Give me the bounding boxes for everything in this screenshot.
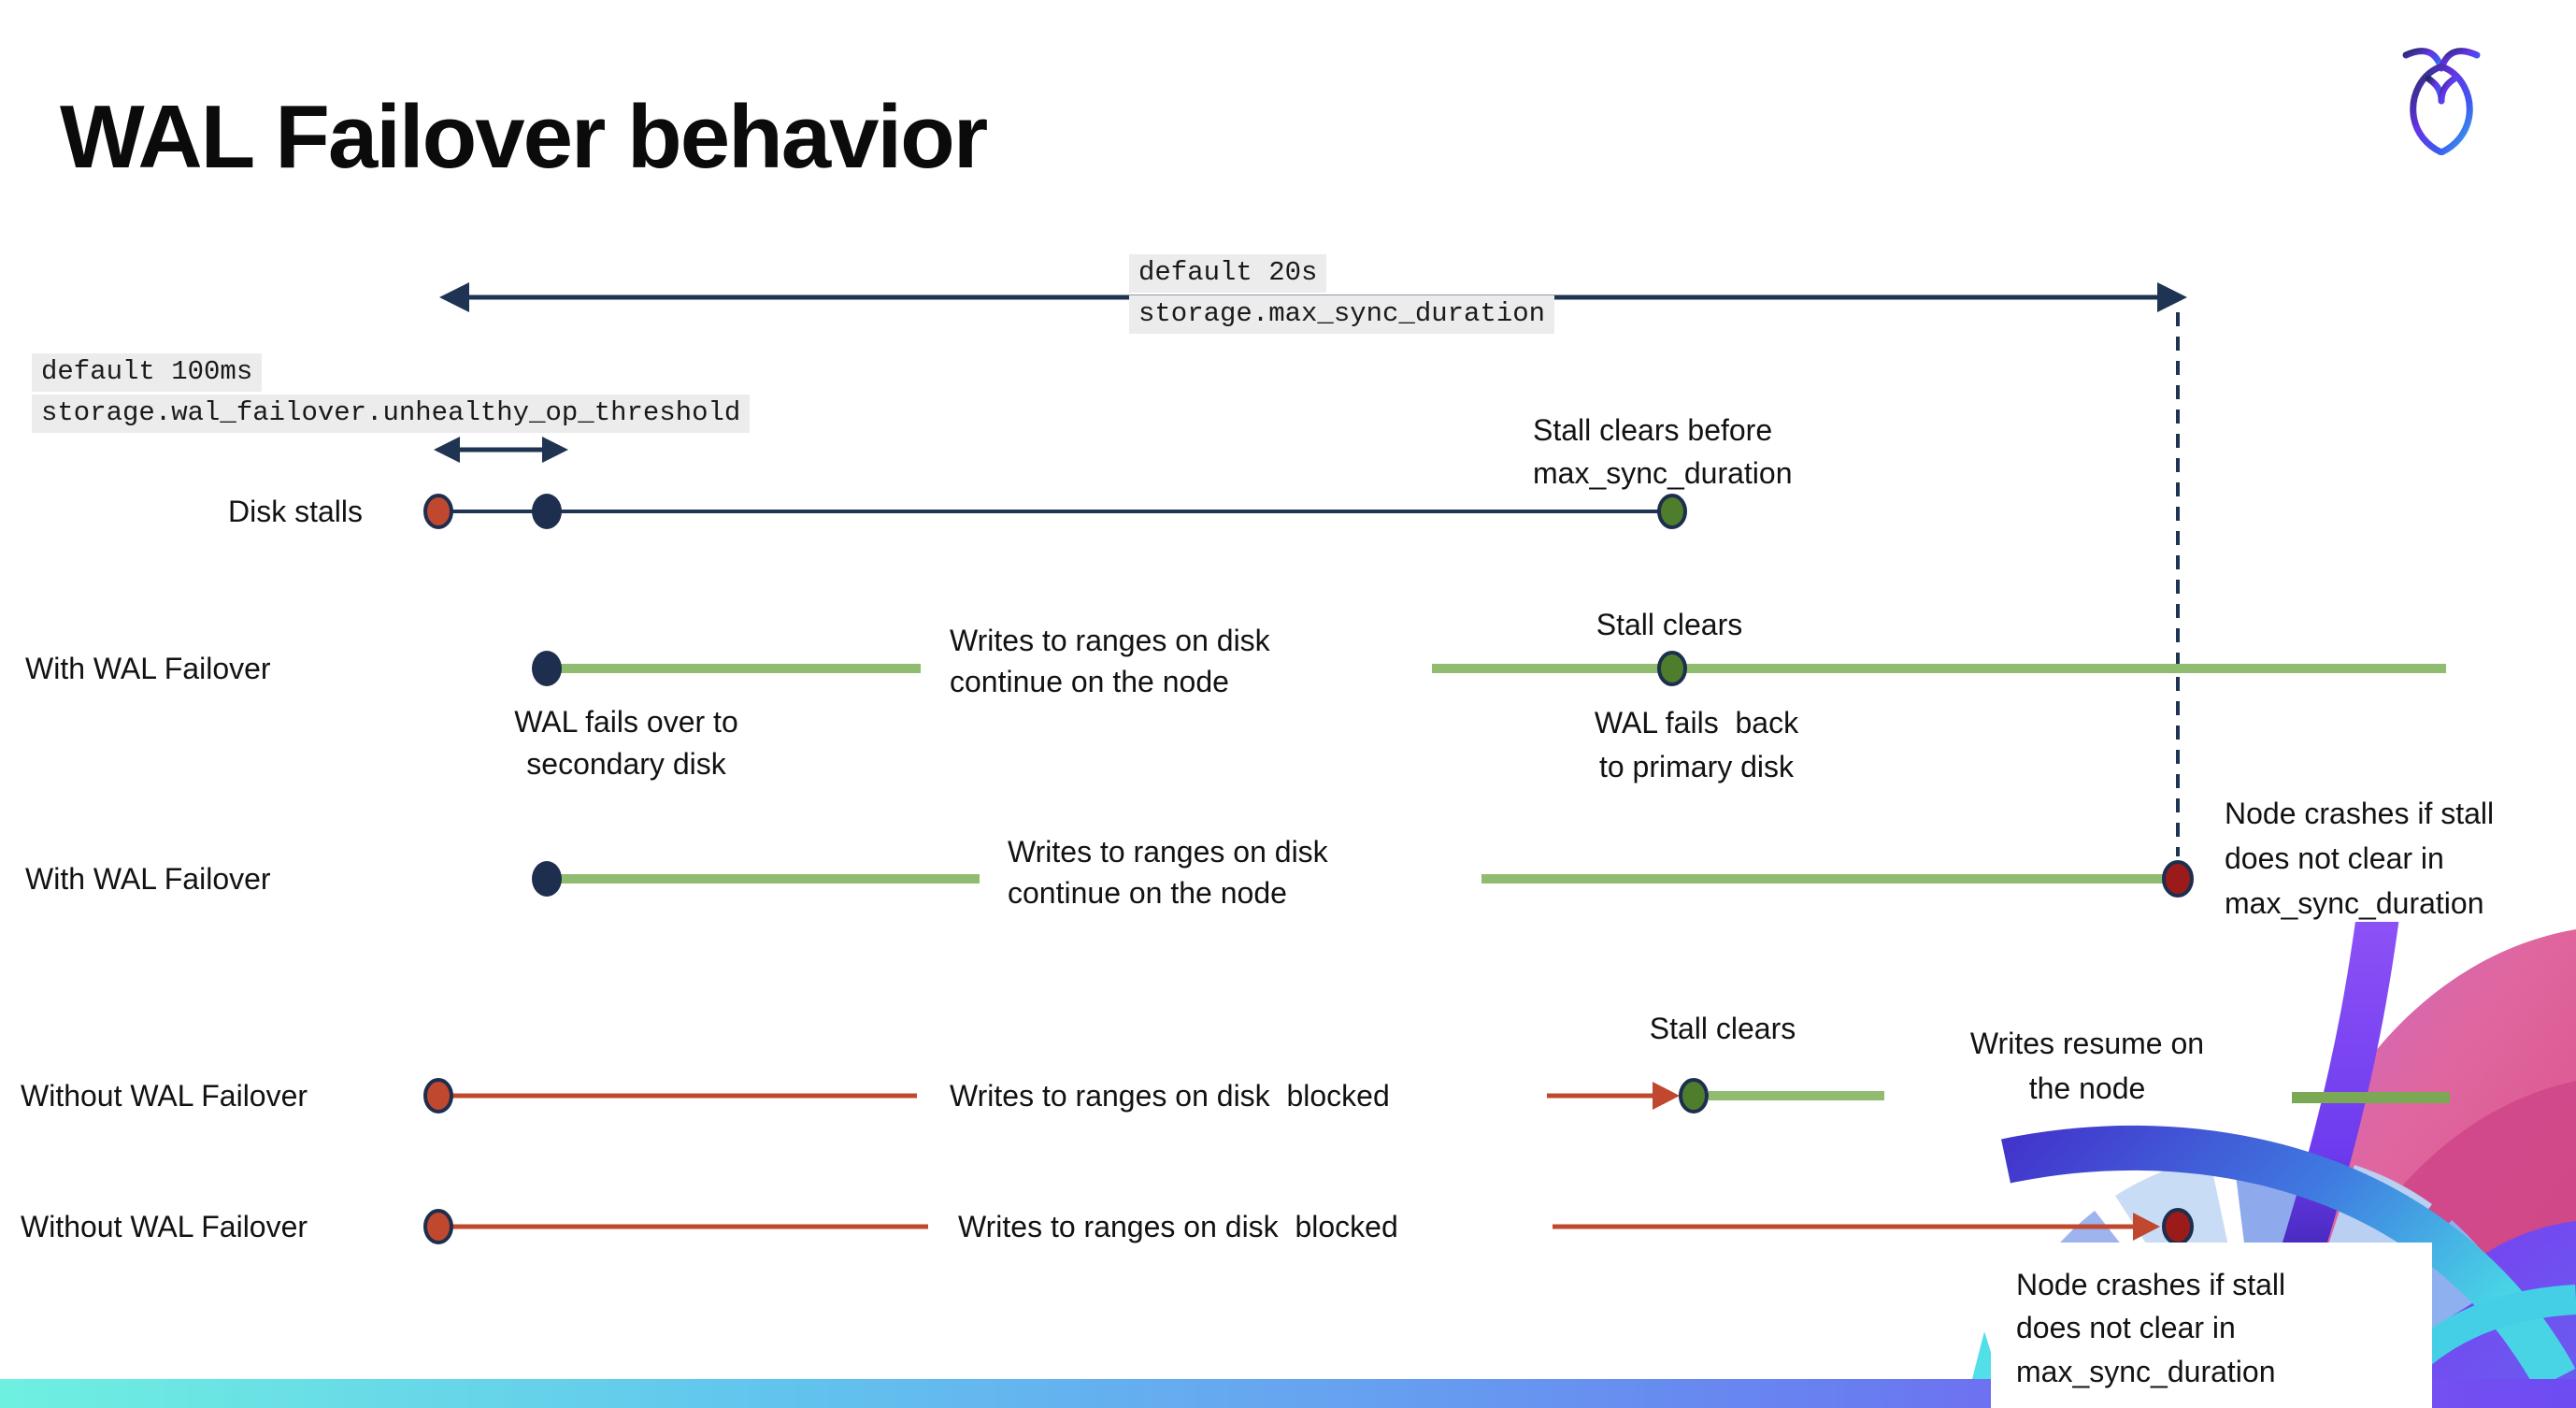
callout-op-threshold-setting: storage.wal_failover.unhealthy_op_thresh… bbox=[32, 395, 751, 433]
row-label-with-wal-1: With WAL Failover bbox=[25, 652, 271, 685]
row-label-with-wal-2: With WAL Failover bbox=[25, 862, 271, 896]
callout-op-threshold-default: default 100ms bbox=[32, 353, 263, 392]
dot-stall-clears bbox=[1657, 494, 1687, 529]
annotation-writes-resume-line1: Writes resume on bbox=[1969, 1027, 2205, 1060]
annotation-writes-continue-1-line2: continue on the node bbox=[950, 665, 1229, 698]
page-title: WAL Failover behavior bbox=[60, 87, 988, 188]
dot-failover bbox=[532, 651, 562, 686]
annotation-writes-resume-line2: the node bbox=[2028, 1071, 2146, 1105]
row-label-without-wal-2: Without WAL Failover bbox=[21, 1210, 308, 1243]
annotation-node-crashes-1-line2: does not clear in bbox=[2225, 841, 2444, 875]
callout-max-sync-setting: storage.max_sync_duration bbox=[1129, 295, 1555, 334]
timeline-disk-stalls bbox=[423, 494, 1687, 529]
annotation-node-crashes-2-line2: does not clear in bbox=[2016, 1311, 2236, 1345]
annotation-stall-clears-1: Stall clears bbox=[1596, 608, 1743, 641]
annotation-node-crashes-2-line1: Node crashes if stall bbox=[2016, 1268, 2286, 1301]
annotation-wal-fails-over-line2: secondary disk bbox=[526, 747, 726, 781]
annotation-writes-continue-2-line1: Writes to ranges on disk bbox=[1008, 835, 1328, 869]
callout-max-sync-default: default 20s bbox=[1129, 254, 1327, 293]
annotation-wal-fails-back-line1: WAL fails back bbox=[1594, 706, 1799, 740]
annotation-wal-fails-over-line1: WAL fails over to bbox=[514, 705, 738, 739]
annotation-writes-blocked-2: Writes to ranges on disk blocked bbox=[958, 1210, 1398, 1243]
annotation-node-crashes-1-line3: max_sync_duration bbox=[2225, 886, 2484, 920]
timeline-with-wal-1 bbox=[532, 651, 2446, 686]
unhealthy-op-threshold-arrow bbox=[434, 437, 568, 463]
dot-node-crash bbox=[2162, 860, 2194, 898]
annotation-writes-blocked-1: Writes to ranges on disk blocked bbox=[950, 1079, 1390, 1113]
dot-blocked-start bbox=[423, 1209, 453, 1244]
timeline-with-wal-2 bbox=[532, 860, 2194, 898]
annotation-stall-clears-2: Stall clears bbox=[1649, 1012, 1796, 1045]
row-label-without-wal-1: Without WAL Failover bbox=[21, 1079, 308, 1113]
annotation-node-crashes-1-line1: Node crashes if stall bbox=[2225, 797, 2495, 830]
dot-node-crash bbox=[2162, 1208, 2194, 1245]
annotation-writes-continue-1-line1: Writes to ranges on disk bbox=[950, 624, 1270, 657]
dot-failover bbox=[532, 861, 562, 897]
annotation-node-crashes-2-line3: max_sync_duration bbox=[2016, 1354, 2276, 1388]
row-label-disk-stalls: Disk stalls bbox=[228, 495, 364, 528]
annotation-stall-clears-before-line1: Stall clears before bbox=[1533, 413, 1773, 447]
dot-disk-stall-start bbox=[423, 494, 453, 529]
timeline-without-wal-1 bbox=[423, 1078, 2450, 1113]
cockroach-logo-icon bbox=[2402, 48, 2481, 155]
annotation-writes-continue-2-line2: continue on the node bbox=[1008, 876, 1287, 910]
dot-stall-clears bbox=[1679, 1078, 1709, 1113]
annotation-stall-clears-before-line2: max_sync_duration bbox=[1533, 456, 1793, 490]
dot-threshold bbox=[532, 494, 562, 529]
annotation-wal-fails-back-line2: to primary disk bbox=[1598, 750, 1795, 783]
dot-blocked-start bbox=[423, 1078, 453, 1113]
dot-stall-clears bbox=[1657, 651, 1687, 686]
node-crash-note-box: Node crashes if stall does not clear in … bbox=[1991, 1243, 2432, 1408]
